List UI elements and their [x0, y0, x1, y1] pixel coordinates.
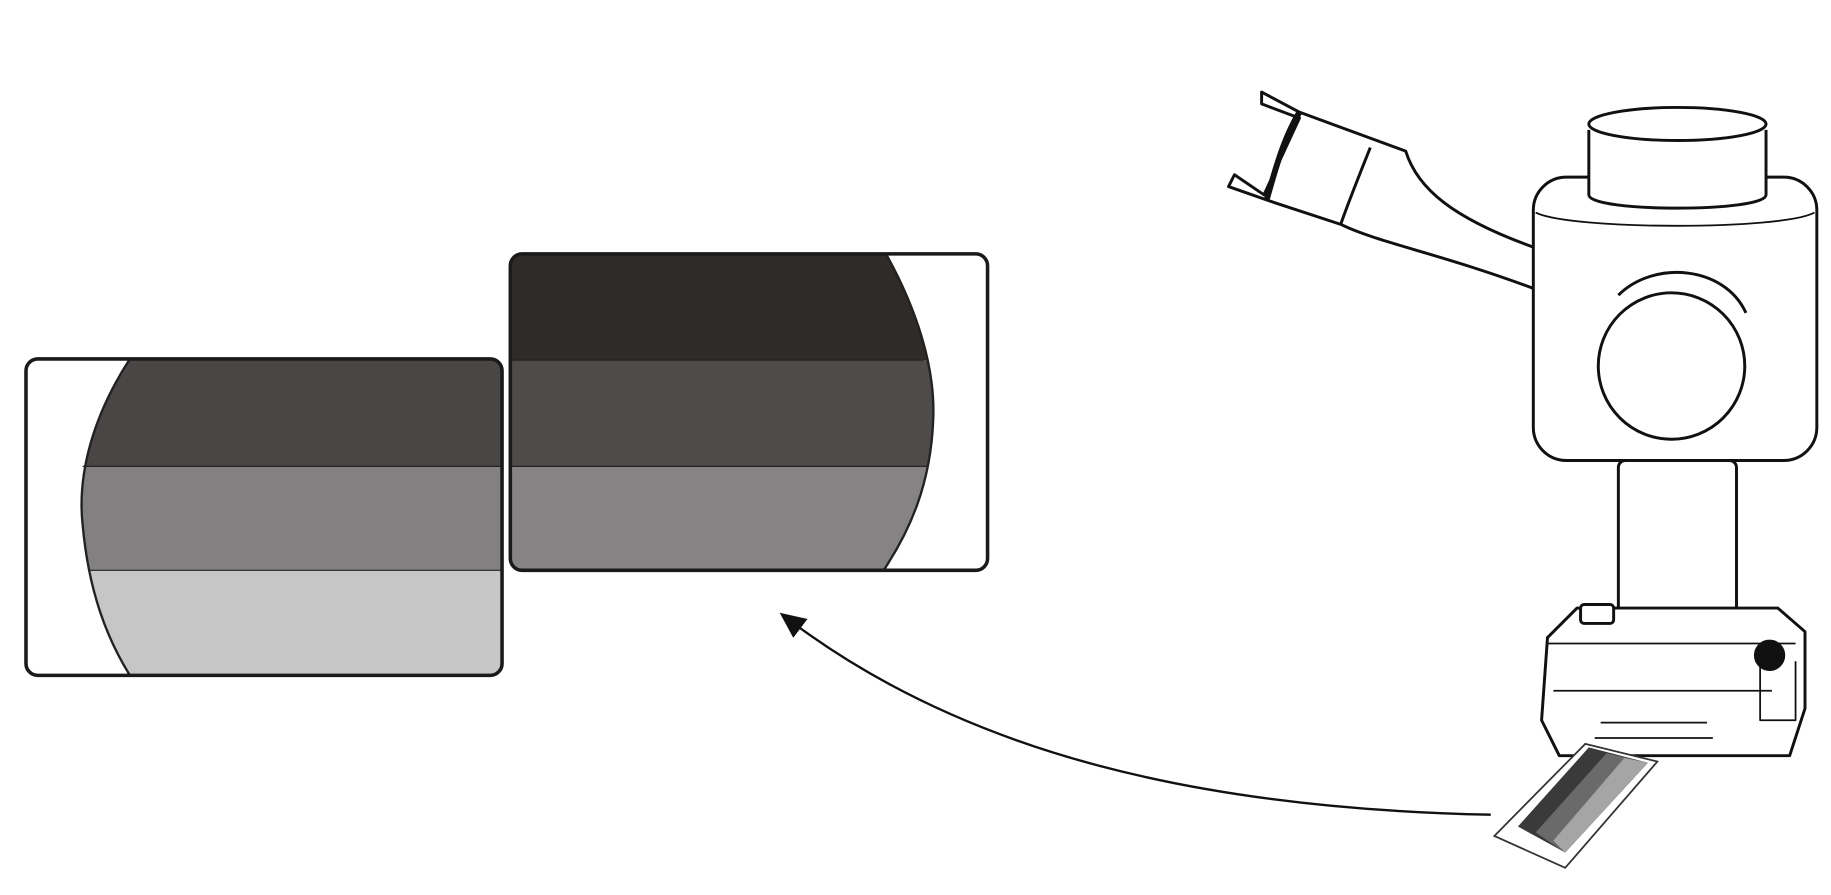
- panel-edge-white: [881, 253, 988, 571]
- curved-arrow: [779, 612, 1491, 816]
- left-panel-frame: [24, 357, 504, 678]
- focus-knob: [1596, 291, 1747, 441]
- band-mid: [25, 466, 503, 571]
- band-mid: [510, 360, 988, 467]
- microscope-base: [1540, 606, 1807, 758]
- microscope-illustration: [1227, 90, 1819, 758]
- magnified-view-right: [510, 253, 988, 571]
- right-panel-frame: [508, 252, 990, 573]
- panel-edge-white: [25, 358, 133, 676]
- magnified-view-left: [25, 358, 503, 676]
- sample-slide: [1492, 742, 1659, 869]
